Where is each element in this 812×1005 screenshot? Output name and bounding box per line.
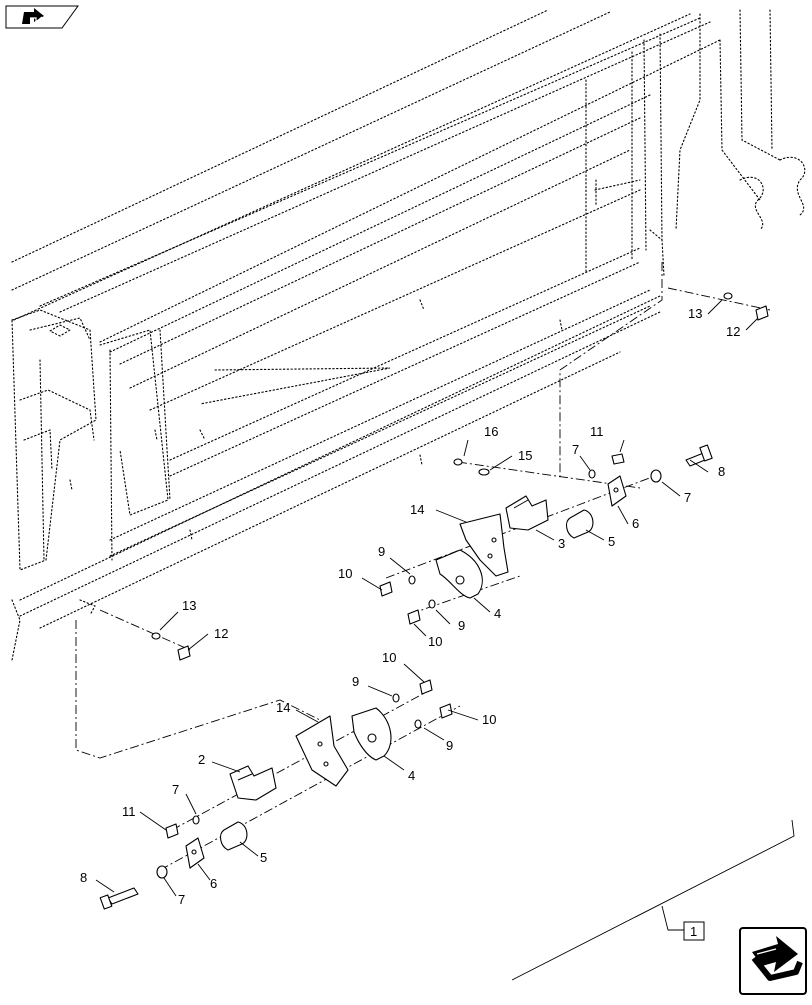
callout-9: 9	[378, 544, 385, 559]
part-9-washer-d	[414, 719, 422, 729]
assembly-bracket-item-1	[511, 819, 795, 981]
callout-12: 12	[726, 324, 740, 339]
part-9-washer	[408, 575, 416, 585]
part-14-bracket	[459, 513, 509, 577]
part-10-nut	[379, 581, 393, 597]
callout-7: 7	[172, 782, 179, 797]
part-12-bolt	[755, 305, 769, 321]
callout-7: 7	[572, 442, 579, 457]
part-6-plate-b	[185, 837, 205, 869]
part-10-nut-d	[439, 703, 453, 719]
next-page-button[interactable]	[739, 927, 807, 995]
callout-1-box: 1	[683, 921, 705, 941]
callout-6: 6	[210, 876, 217, 891]
callout-6: 6	[632, 516, 639, 531]
callout-9: 9	[446, 738, 453, 753]
part-9-washer-c	[392, 693, 400, 703]
callout-4: 4	[494, 606, 501, 621]
part-11-bolt-b	[165, 823, 179, 839]
part-10-nut-c	[419, 679, 433, 695]
part-8-bolt	[685, 444, 713, 467]
callout-10: 10	[338, 566, 352, 581]
part-13-washer	[723, 292, 733, 300]
leader-lines	[95, 299, 759, 897]
part-8-bolt-b	[99, 887, 139, 910]
callout-4: 4	[408, 768, 415, 783]
back-nav-button[interactable]	[5, 5, 79, 29]
callout-11: 11	[590, 424, 604, 439]
callout-5: 5	[260, 850, 267, 865]
callout-labels: 16 15 7 11 8 7 14 3 5 6 9 10 4 9 10 13 1…	[80, 306, 740, 907]
part-12-bolt-b	[177, 645, 191, 661]
callout-7: 7	[684, 490, 691, 505]
part-4-clamp-b	[351, 707, 392, 761]
callout-11: 11	[122, 804, 136, 819]
upper-assembly	[151, 292, 769, 661]
part-11-bolt	[611, 453, 625, 465]
callout-5: 5	[608, 534, 615, 549]
part-7-washer-b	[650, 469, 662, 483]
callout-12: 12	[214, 626, 228, 641]
part-13-washer-b	[151, 632, 161, 640]
callout-15: 15	[518, 448, 532, 463]
callout-2: 2	[198, 752, 205, 767]
part-15-washer	[478, 468, 490, 476]
part-5-spacer-b	[219, 821, 248, 851]
callout-8: 8	[718, 464, 725, 479]
callout-9: 9	[352, 674, 359, 689]
callout-9: 9	[458, 618, 465, 633]
part-2-bracket	[229, 765, 277, 801]
part-7-washer-d	[156, 865, 168, 879]
assembly-axes	[75, 262, 771, 871]
part-14-bracket-b	[295, 715, 349, 787]
next-page-arrow-icon	[751, 936, 803, 981]
callout-10: 10	[428, 634, 442, 649]
callout-8: 8	[80, 870, 87, 885]
part-9-washer-b	[428, 599, 436, 609]
part-4-clamp	[435, 549, 483, 599]
part-16-pin	[453, 458, 463, 466]
back-arrow-icon	[22, 8, 44, 24]
callout-10: 10	[382, 650, 396, 665]
callout-3: 3	[558, 536, 565, 551]
callout-13: 13	[688, 306, 702, 321]
callout-16: 16	[484, 424, 498, 439]
part-7-washer	[588, 469, 596, 479]
part-10-nut-b	[407, 609, 421, 625]
callout-13: 13	[182, 598, 196, 613]
part-6-plate	[607, 475, 627, 507]
lower-assembly	[99, 679, 453, 910]
callout-10: 10	[482, 712, 496, 727]
part-3-bracket	[505, 495, 549, 531]
part-5-spacer	[565, 509, 594, 539]
callout-1: 1	[690, 924, 697, 939]
part-7-washer-c	[192, 815, 200, 825]
callout-14: 14	[276, 700, 290, 715]
header-frame-phantom	[11, 9, 806, 661]
callout-7: 7	[178, 892, 185, 907]
callout-14: 14	[410, 502, 424, 517]
